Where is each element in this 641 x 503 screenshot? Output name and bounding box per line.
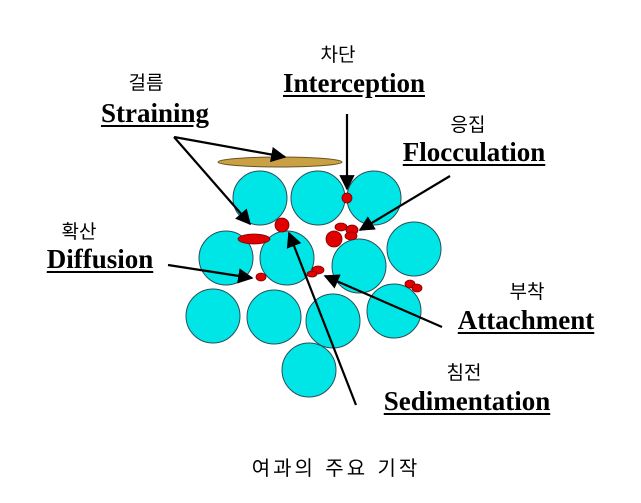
straining-label: Straining bbox=[100, 98, 210, 128]
filter-grain bbox=[246, 289, 302, 345]
suspended-particles bbox=[237, 192, 423, 293]
particle-floc bbox=[344, 231, 358, 241]
filter-grain bbox=[386, 221, 442, 277]
particle-floc bbox=[334, 222, 348, 232]
filter-grain bbox=[305, 293, 361, 349]
diffusion-korean-label: 확산 bbox=[61, 221, 97, 243]
particle bbox=[306, 270, 318, 278]
filter-grain bbox=[346, 170, 402, 226]
particle bbox=[341, 192, 353, 204]
particle bbox=[255, 272, 267, 282]
sedimentation-label: Sedimentation bbox=[383, 386, 551, 416]
attachment-korean-label: 부착 bbox=[509, 281, 545, 303]
filter-grain bbox=[366, 283, 422, 339]
filter-grain bbox=[232, 170, 288, 226]
flocculation-label: Flocculation bbox=[402, 137, 546, 167]
attachment-label: Attachment bbox=[457, 305, 595, 335]
figure-caption: 여과의 주요 기작 bbox=[251, 456, 421, 480]
particle bbox=[237, 233, 271, 245]
interception-label: Interception bbox=[283, 68, 425, 98]
straining-arrow-2 bbox=[173, 136, 252, 226]
particle bbox=[274, 217, 290, 233]
filter-grain bbox=[331, 238, 387, 294]
sedimentation-arrow bbox=[286, 231, 358, 406]
diffusion-label: Diffusion bbox=[46, 244, 154, 274]
flocculation-korean-label: 응집 bbox=[450, 114, 486, 136]
sedimentation-korean-label: 침전 bbox=[446, 362, 482, 384]
straining-korean-label: 걸름 bbox=[128, 72, 164, 94]
filter-grain bbox=[281, 342, 337, 398]
attachment-arrow bbox=[323, 274, 443, 329]
particle-floc bbox=[325, 230, 343, 248]
strained-large-particle bbox=[217, 156, 343, 168]
mechanism-arrows bbox=[167, 114, 451, 406]
filter-grain bbox=[185, 288, 241, 344]
straining-arrow-1 bbox=[173, 135, 287, 163]
particle bbox=[411, 283, 423, 293]
interception-korean-label: 차단 bbox=[320, 44, 356, 66]
diffusion-arrow bbox=[167, 263, 254, 284]
filter-grain bbox=[290, 170, 346, 226]
flocculation-arrow bbox=[358, 175, 451, 231]
